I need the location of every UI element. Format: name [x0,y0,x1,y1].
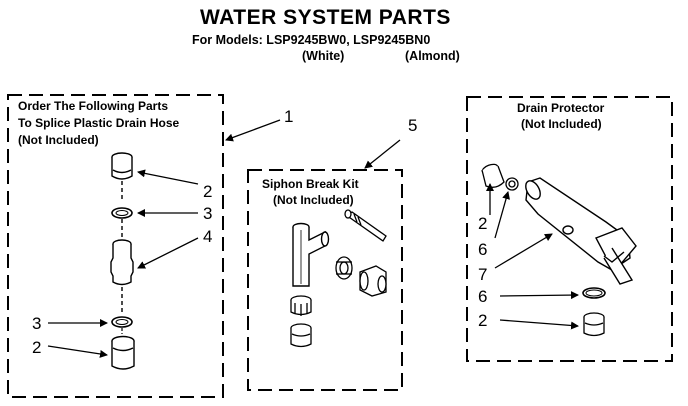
callout-arrow-r7 [494,233,553,269]
variant-almond: (Almond) [405,49,460,63]
siphon-tee [292,222,330,287]
clamp-ring-bottom [111,316,133,334]
siphon-label-line2: (Not Included) [273,193,354,207]
callout-right-3: 6 [478,287,488,306]
drain-washer [505,177,519,191]
callout-arrow-r2b [499,319,579,330]
callout-siphon-ref: 5 [408,116,418,135]
splice-label-line3: (Not Included) [18,133,99,147]
callout-left-4: 2 [32,338,42,357]
siphon-fitting [290,323,312,348]
siphon-panel-border [247,169,403,391]
drain-fitting [583,312,605,337]
callout-right-4: 2 [478,311,488,330]
drain-ring [582,287,606,299]
ref-1-arrow [225,119,281,142]
drain-label-line2: (Not Included) [521,117,602,131]
hose-connector [110,239,134,312]
callout-arrow-l2b [47,345,108,358]
drain-protector-body [525,177,637,285]
callout-splice-ref: 1 [284,107,294,126]
variant-white: (White) [302,49,345,63]
siphon-pin [344,209,387,242]
models-line: For Models: LSP9245BW0, LSP9245BN0 [192,33,431,47]
drain-cap [481,163,505,188]
callout-right-2: 7 [478,265,488,284]
coupling-part-bottom [111,335,135,370]
callout-arrow-l2a [137,169,199,185]
callout-arrow-r6a [494,191,510,239]
drain-label-line1: Drain Protector [517,101,605,115]
callout-right-0: 2 [478,214,488,233]
splice-panel-border [7,94,224,398]
clamp-ring-top [111,207,133,238]
page-title: WATER SYSTEM PARTS [200,6,451,29]
callout-left-3: 3 [32,314,42,333]
siphon-grommet [290,295,312,316]
callout-arrow-l4 [137,237,199,269]
callout-arrow-r6b [499,291,579,300]
coupling-part-top [111,152,133,200]
splice-label-line1: Order The Following Parts [18,99,169,113]
callout-left-0: 2 [203,182,213,201]
callout-right-1: 6 [478,240,488,259]
ref-5-arrow [364,139,401,169]
callout-left-1: 3 [203,204,213,223]
splice-label-line2: To Splice Plastic Drain Hose [18,116,180,130]
siphon-label-line1: Siphon Break Kit [262,177,359,191]
siphon-nut [335,256,353,280]
siphon-cap [359,265,387,297]
drain-panel-border [466,96,673,362]
callout-left-2: 4 [203,227,213,246]
